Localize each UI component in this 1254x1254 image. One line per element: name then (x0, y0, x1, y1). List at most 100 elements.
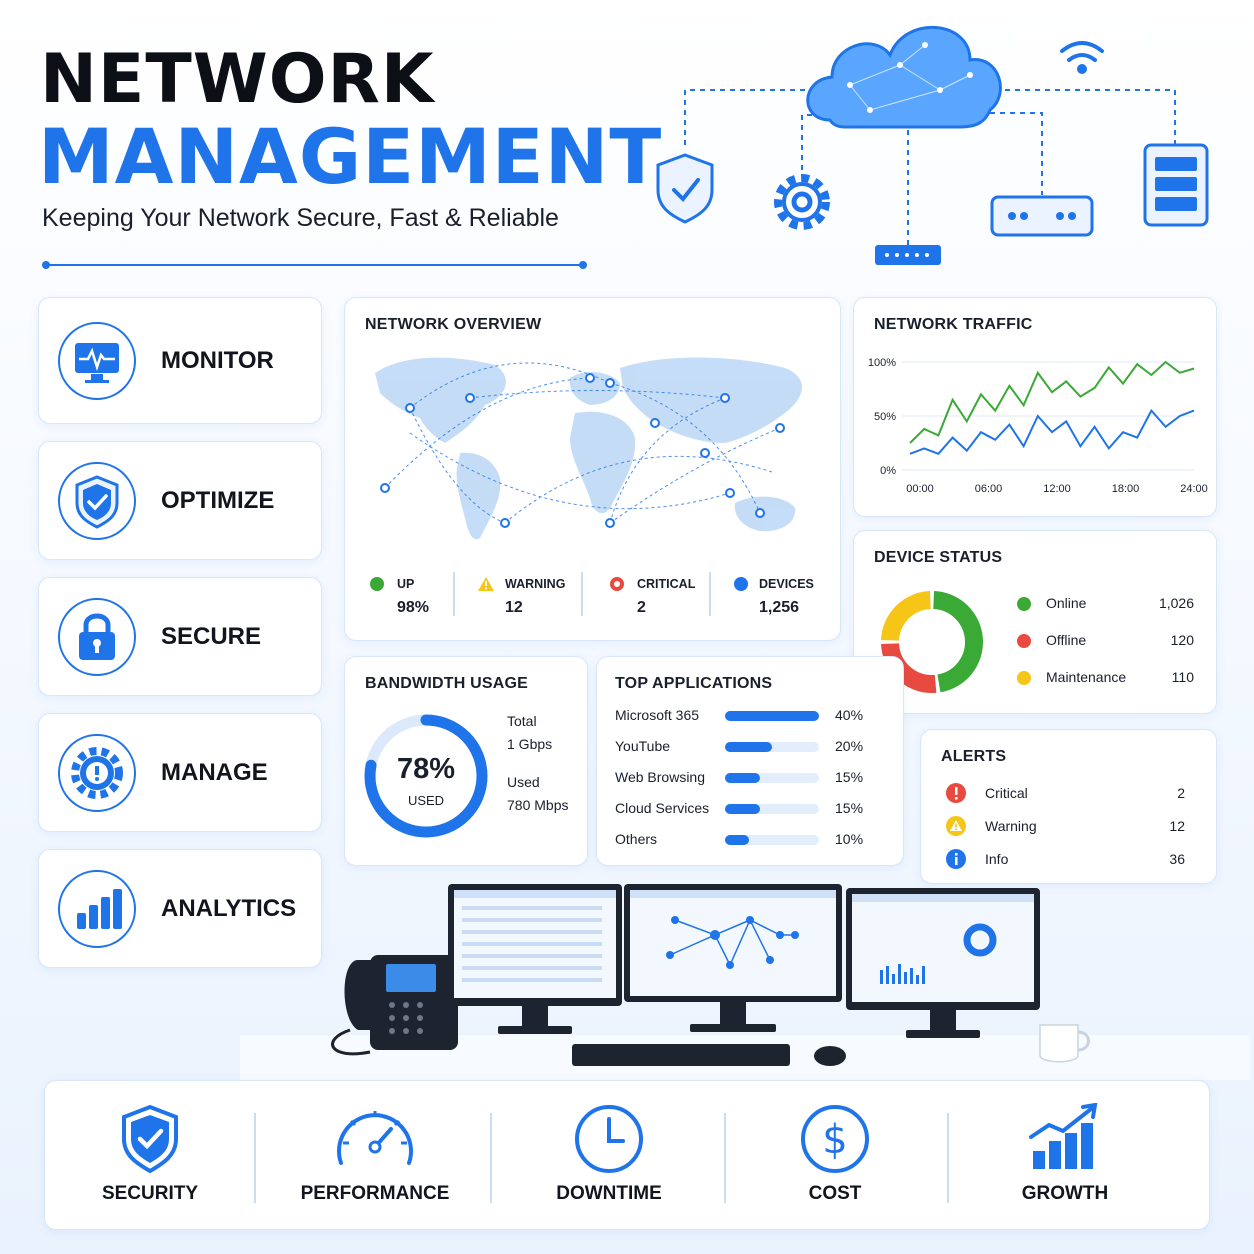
bandwidth-used-label: Used (507, 774, 540, 790)
gear-alert-icon (58, 733, 136, 812)
server-icon (1143, 143, 1209, 227)
alert-label-warning: Warning (985, 818, 1037, 834)
keyboard-icon (572, 1044, 790, 1066)
divider (453, 572, 455, 616)
device-value-maintenance: 110 (1171, 669, 1194, 685)
feature-card-monitor[interactable]: MONITOR (38, 297, 322, 424)
growth-chart-icon (1029, 1103, 1098, 1169)
stat-value-up: 98% (397, 599, 430, 616)
alert-row-critical[interactable]: Critical 2 (945, 782, 1195, 806)
bandwidth-used-caption: USED (407, 793, 445, 808)
alert-label-critical: Critical (985, 785, 1028, 801)
cloud-network-illustration (640, 15, 1240, 275)
benefit-cost: $ COST (735, 1081, 935, 1231)
series-line-blue (909, 408, 1195, 455)
shield-check-icon (122, 1104, 178, 1174)
feature-card-analytics[interactable]: ANALYTICS (38, 849, 322, 968)
app-bar-track (725, 804, 819, 814)
bandwidth-total-label: Total (507, 713, 537, 729)
app-name: Cloud Services (615, 800, 710, 816)
app-bar-track (725, 773, 819, 783)
app-name: YouTube (615, 738, 671, 754)
donut-slice-online (932, 591, 983, 693)
mouse-icon (814, 1046, 846, 1066)
warning-triangle-icon (478, 577, 494, 591)
page-title-line1: NETWORK (40, 40, 435, 119)
monitor-left-icon (448, 884, 622, 1034)
stat-label-up: UP (397, 577, 415, 591)
bandwidth-ring-gauge (364, 714, 488, 838)
cloud-icon (806, 25, 1002, 129)
device-label-offline: Offline (1046, 632, 1087, 648)
x-tick-label: 12:00 (1043, 483, 1071, 495)
monitor-right-icon (846, 888, 1040, 1038)
gear-icon (774, 174, 830, 230)
feature-label-analytics: ANALYTICS (161, 894, 297, 922)
feature-card-optimize[interactable]: OPTIMIZE (38, 441, 322, 560)
donut-slice-offline (881, 642, 937, 693)
benefit-downtime: DOWNTIME (505, 1081, 713, 1231)
padlock-icon (58, 597, 136, 676)
device-value-online: 1,026 (1158, 595, 1194, 611)
stat-label-critical: CRITICAL (637, 577, 696, 591)
benefit-performance: PERFORMANCE (270, 1081, 480, 1231)
series-line-green (909, 360, 1195, 444)
feature-label-optimize: OPTIMIZE (161, 486, 275, 514)
coffee-mug-icon (1039, 1024, 1090, 1063)
benefit-security: SECURITY (55, 1081, 245, 1231)
stat-value-devices: 1,256 (759, 599, 800, 616)
device-row-online: Online 1,026 (1014, 593, 1204, 615)
x-tick-label: 06:00 (975, 483, 1003, 495)
network-overview-title: NETWORK OVERVIEW (365, 316, 542, 333)
overview-stat-warning: WARNING 12 (475, 574, 595, 622)
bandwidth-percent: 78% (396, 753, 456, 785)
benefit-label-cost: COST (808, 1183, 862, 1204)
benefit-label-security: SECURITY (101, 1183, 199, 1204)
alert-row-info[interactable]: Info 36 (945, 848, 1195, 872)
feature-card-manage[interactable]: MANAGE (38, 713, 322, 832)
alert-row-warning[interactable]: Warning 12 (945, 815, 1195, 839)
bandwidth-total-value: 1 Gbps (507, 736, 553, 752)
network-switch-icon (875, 245, 941, 265)
page-subtitle: Keeping Your Network Secure, Fast & Reli… (42, 204, 559, 232)
x-tick-label: 24:00 (1180, 483, 1208, 495)
clock-icon (575, 1105, 643, 1173)
app-bar-fill (725, 742, 772, 752)
monitor-center-icon (624, 884, 842, 1032)
page-title-line2: MANAGEMENT (38, 112, 663, 201)
feature-label-monitor: MONITOR (161, 346, 274, 374)
app-percent: 20% (835, 738, 864, 754)
divider (581, 572, 583, 616)
app-row: YouTube 20% (615, 736, 895, 758)
x-tick-label: 18:00 (1112, 483, 1140, 495)
feature-label-manage: MANAGE (161, 758, 268, 786)
maintenance-dot-icon (1017, 671, 1031, 685)
bar-chart-icon (58, 869, 136, 948)
device-label-maintenance: Maintenance (1046, 669, 1127, 685)
bandwidth-used-value: 780 Mbps (507, 797, 569, 813)
device-value-offline: 120 (1170, 632, 1194, 648)
donut-slice-maintenance (881, 591, 932, 642)
feature-label-secure: SECURE (161, 622, 262, 650)
desk-phone-icon (331, 955, 458, 1056)
feature-card-secure[interactable]: SECURE (38, 577, 322, 696)
title-underline (42, 256, 587, 269)
svg-text:$: $ (822, 1117, 847, 1163)
app-bar-fill (725, 835, 749, 845)
benefit-label-downtime: DOWNTIME (556, 1183, 662, 1204)
stat-value-warning: 12 (505, 599, 523, 616)
world-map (375, 357, 802, 540)
divider (724, 1113, 726, 1203)
overview-stat-up: UP 98% (367, 574, 467, 622)
bandwidth-title: BANDWIDTH USAGE (365, 675, 528, 692)
alert-value-critical: 2 (1177, 785, 1185, 801)
device-row-maintenance: Maintenance 110 (1014, 667, 1204, 689)
app-bar-fill (725, 773, 761, 783)
app-percent: 10% (835, 831, 864, 847)
